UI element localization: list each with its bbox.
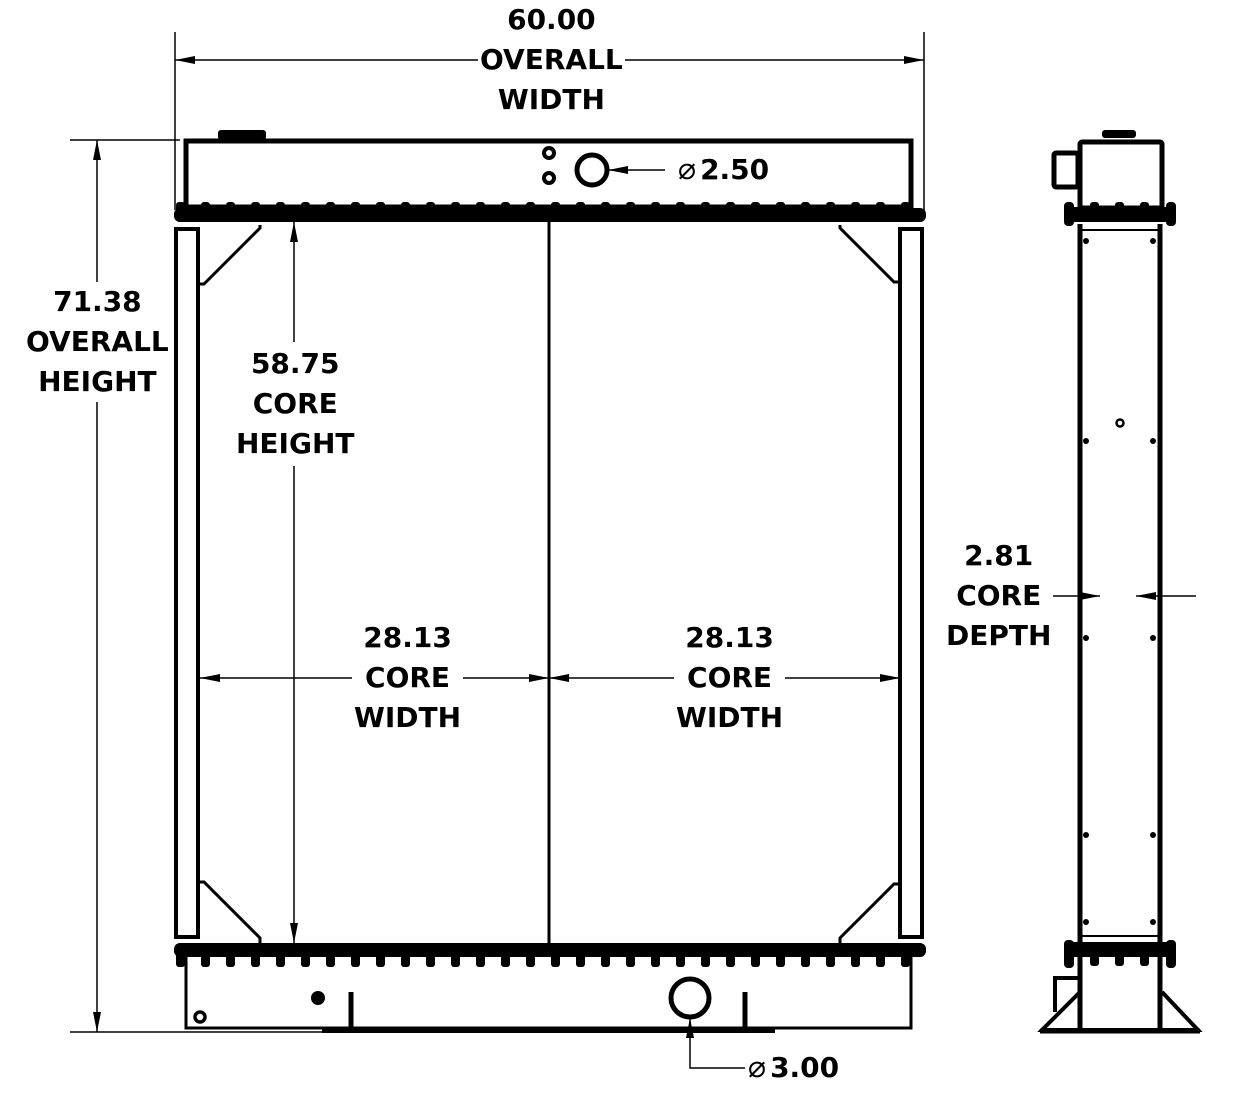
core-width-right-value: 28.13: [685, 621, 774, 654]
inlet-port: [574, 152, 610, 188]
outlet-diameter-callout: ⌀3.00: [748, 1052, 839, 1084]
diameter-symbol-icon: ⌀: [678, 152, 697, 187]
core-depth-value: 2.81: [964, 539, 1034, 572]
overall-height-line2: HEIGHT: [38, 365, 157, 398]
bottom-header: [174, 943, 926, 967]
core-width-right-label: 28.13 CORE WIDTH: [674, 618, 786, 738]
core-height-line2: HEIGHT: [236, 427, 355, 460]
core-height-line1: CORE: [252, 387, 338, 420]
bottom-tank: [184, 957, 913, 1033]
core-depth-label: 2.81 CORE DEPTH: [944, 536, 1054, 656]
outlet-port: [668, 976, 712, 1020]
core-width-right-line1: CORE: [687, 661, 773, 694]
core-width-left-label: 28.13 CORE WIDTH: [352, 618, 464, 738]
inlet-diameter-value: 2.50: [700, 153, 770, 186]
core-height-value: 58.75: [250, 347, 340, 380]
inlet-diameter-callout: ⌀2.50: [678, 154, 769, 186]
overall-height-line1: OVERALL: [26, 325, 169, 358]
overall-width-line2: WIDTH: [497, 83, 605, 116]
left-side-rail: [174, 227, 200, 939]
core-width-right-line2: WIDTH: [676, 701, 784, 734]
top-tank: [183, 130, 914, 210]
top-header: [174, 202, 926, 222]
overall-width-line1: OVERALL: [480, 43, 623, 76]
overall-width-value: 60.00: [507, 3, 596, 36]
core-width-left-value: 28.13: [363, 621, 452, 654]
core-depth-line2: DEPTH: [946, 619, 1052, 652]
right-side-rail: [898, 227, 924, 939]
overall-height-label: 71.38 OVERALL HEIGHT: [24, 282, 171, 402]
overall-width-label: 60.00 OVERALL WIDTH: [478, 0, 625, 120]
front-view: [70, 32, 926, 1069]
core-depth-line1: CORE: [956, 579, 1042, 612]
side-view: [1037, 130, 1203, 1034]
core-width-left-line1: CORE: [365, 661, 451, 694]
diameter-symbol-icon: ⌀: [748, 1050, 767, 1085]
core-height-label: 58.75 CORE HEIGHT: [234, 344, 357, 464]
outlet-diameter-value: 3.00: [770, 1051, 840, 1084]
core-width-left-line2: WIDTH: [354, 701, 462, 734]
overall-height-value: 71.38: [53, 285, 142, 318]
